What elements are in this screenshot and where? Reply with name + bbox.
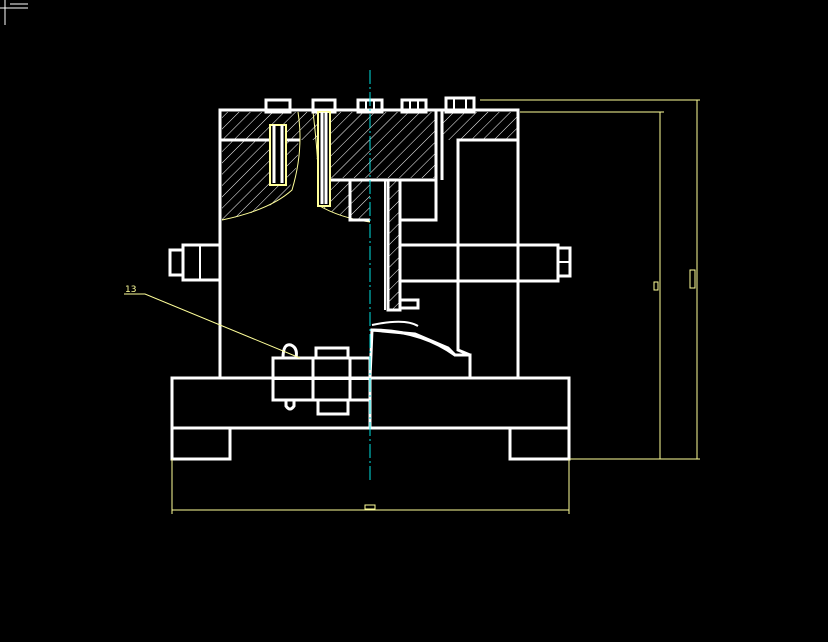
- dimension-text-bottom: [364, 504, 376, 510]
- right-column-hatch: [456, 138, 520, 380]
- base-foot-right: [508, 426, 571, 461]
- side-screw-shaft: [398, 243, 560, 283]
- punch-flange: [400, 178, 438, 222]
- top-bolts: [264, 96, 476, 207]
- punch-holder-hatch: [330, 140, 436, 178]
- die-curve: [371, 328, 470, 357]
- dimension-text-right-inner: [653, 281, 659, 291]
- base-foot-left: [170, 426, 232, 461]
- callout-leader: [124, 293, 301, 359]
- locating-pin-assembly: [271, 343, 372, 416]
- punch-stem: [386, 178, 402, 312]
- ucs-icon: [0, 0, 28, 25]
- dimension-text-right-outer: [689, 269, 696, 289]
- dimension-lines: [171, 99, 700, 514]
- callout-label: 13: [125, 285, 136, 295]
- top-plate-right-hatch: [442, 112, 517, 140]
- left-side-boss: [181, 243, 222, 282]
- left-side-nut: [168, 248, 185, 277]
